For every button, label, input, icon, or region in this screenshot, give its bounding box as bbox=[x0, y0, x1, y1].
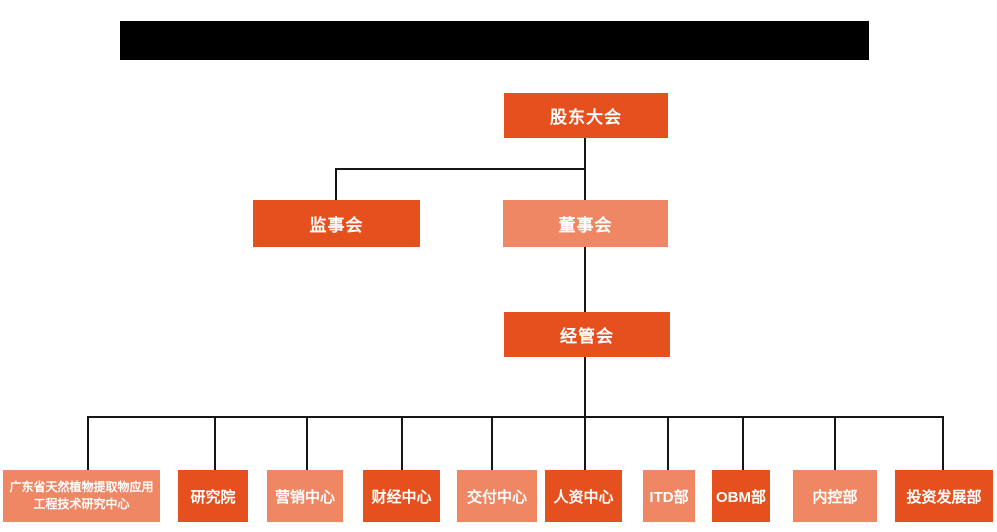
connector-management-to-bus bbox=[584, 357, 586, 470]
node-dept-research-center: 广东省天然植物提取物应用工程技术研究中心 bbox=[3, 470, 160, 522]
node-dept-itd: ITD部 bbox=[643, 470, 695, 522]
node-dept-marketing-center: 营销中心 bbox=[267, 470, 343, 522]
connector-drop-internal-control bbox=[834, 416, 836, 470]
node-dept-obm: OBM部 bbox=[712, 470, 770, 522]
connector-board-to-management bbox=[584, 247, 586, 312]
node-dept-hr-center: 人资中心 bbox=[545, 470, 622, 522]
node-supervisory-board: 监事会 bbox=[253, 200, 420, 247]
connector-bus-horizontal bbox=[87, 416, 944, 418]
node-dept-delivery-center: 交付中心 bbox=[457, 470, 537, 522]
connector-drop-finance bbox=[401, 416, 403, 470]
connector-drop-research-center bbox=[87, 416, 89, 470]
connector-drop-research-institute bbox=[214, 416, 216, 470]
node-dept-research-institute: 研究院 bbox=[178, 470, 248, 522]
node-management-committee: 经管会 bbox=[504, 312, 670, 357]
connector-drop-delivery bbox=[491, 416, 493, 470]
connector-drop-marketing bbox=[306, 416, 308, 470]
connector-drop-investment bbox=[942, 416, 944, 470]
node-dept-finance-center: 财经中心 bbox=[363, 470, 440, 522]
connector-branch-horizontal bbox=[335, 168, 586, 170]
node-dept-investment-development: 投资发展部 bbox=[895, 470, 993, 522]
node-shareholders-meeting: 股东大会 bbox=[504, 93, 668, 138]
connector-drop-itd bbox=[667, 416, 669, 470]
node-dept-internal-control: 内控部 bbox=[793, 470, 877, 522]
node-board-of-directors: 董事会 bbox=[503, 200, 668, 247]
redacted-title-bar bbox=[120, 21, 869, 60]
connector-to-supervisory bbox=[335, 168, 337, 200]
connector-drop-obm bbox=[742, 416, 744, 470]
